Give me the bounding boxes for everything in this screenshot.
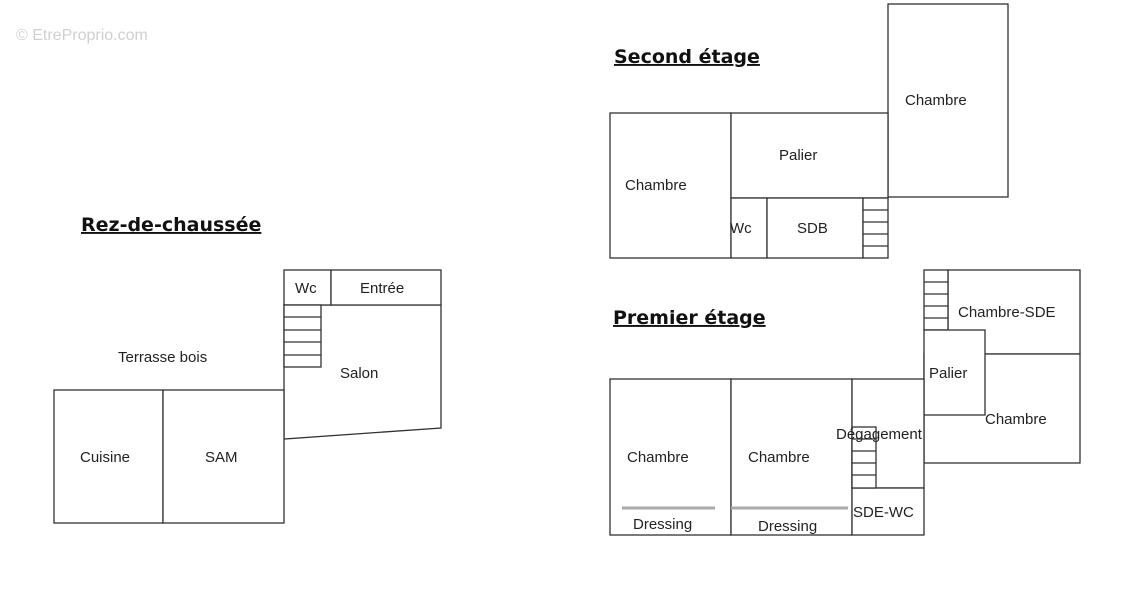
first-chambre-right-label: Chambre [985,411,1047,428]
second-palier-room [730,112,889,199]
salon-label: Salon [340,365,378,382]
second-stairs [862,197,889,259]
first-stairs-lower [851,426,877,489]
ground-floor-plan: Rez-de-chaussée Terrasse bois Wc Entrée … [53,214,442,524]
dressing-1-label: Dressing [633,516,692,533]
second-wc-room [730,197,768,259]
first-chambre-2-label: Chambre [748,449,810,466]
second-floor-plan: Second étage Chambre Chambre Palier Wc S… [609,3,1009,259]
ground-floor-title: Rez-de-chaussée [81,214,261,236]
sde-wc-label: SDE-WC [853,504,914,521]
terrace-label: Terrasse bois [118,349,207,366]
second-floor-title: Second étage [614,46,760,68]
first-chambre-1-label: Chambre [627,449,689,466]
first-palier-room [923,329,986,416]
second-wc-label: Wc [730,220,752,237]
sdb-label: SDB [797,220,828,237]
sam-room [162,389,285,524]
first-floor-title: Premier étage [613,307,766,329]
first-stairs-upper [923,269,949,331]
second-chambre-top-room [887,3,1009,198]
cuisine-label: Cuisine [80,449,130,466]
chambre-sde-label: Chambre-SDE [958,304,1056,321]
sam-label: SAM [205,449,238,466]
second-palier-label: Palier [779,147,817,164]
second-chambre-left-room [609,112,732,259]
cuisine-room [53,389,164,524]
second-chambre-left-label: Chambre [625,177,687,194]
entree-room [330,269,442,306]
ground-wc-label: Wc [295,280,317,297]
entree-label: Entrée [360,280,404,297]
first-palier-label: Palier [929,365,967,382]
watermark: © EtreProprio.com [16,27,148,44]
sde-wc-room [851,487,925,536]
second-chambre-top-label: Chambre [905,92,967,109]
ground-stairs [283,304,322,368]
dressing-2-label: Dressing [758,518,817,535]
first-floor-plan: Premier étage Chambre-SDE Palier Ch [609,269,1081,536]
degagement-label: Dégagement [836,426,923,443]
